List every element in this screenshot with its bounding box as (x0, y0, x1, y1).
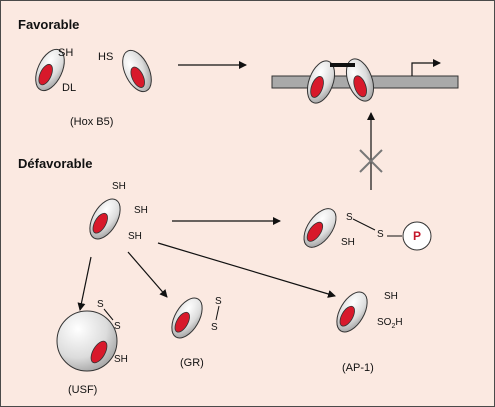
sh-label-left: SH (58, 47, 73, 59)
sh-label-c2: SH (134, 205, 148, 216)
usf-s-2: S (114, 321, 121, 332)
transcription-start-arrow (411, 59, 441, 76)
gr-disulfide (215, 305, 220, 321)
hox-label: (Hox B5) (70, 116, 113, 128)
arrow-to-gr (127, 251, 168, 298)
gr-s-1: S (215, 296, 222, 307)
protein-right (116, 45, 158, 97)
protein-usf (56, 310, 118, 372)
sh-label-c1: SH (112, 181, 126, 192)
arrow-to-ap1 (157, 242, 336, 298)
usf-disulfide (103, 308, 114, 321)
blocked-x-icon (359, 149, 383, 173)
protein-center (83, 193, 127, 245)
s-s-bond (352, 218, 376, 231)
gr-label: (GR) (180, 357, 204, 369)
defavorable-heading: Défavorable (18, 156, 92, 171)
arrow-to-usf (77, 256, 92, 311)
hs-label: HS (98, 51, 113, 63)
ap1-label: (AP-1) (342, 362, 374, 374)
dl-label: DL (62, 82, 76, 94)
phosphate-circle (402, 221, 432, 251)
ap1-so2h: SO2H (377, 317, 403, 330)
usf-sh: SH (114, 354, 128, 365)
phosphate-label: P (413, 229, 421, 243)
favorable-heading: Favorable (18, 17, 79, 32)
ap1-sh: SH (384, 291, 398, 302)
s-label-2: S (377, 229, 384, 240)
gr-s-2: S (211, 322, 218, 333)
sh-label-c3: SH (128, 231, 142, 242)
protein-gr (165, 292, 209, 344)
usf-s-1: S (97, 299, 104, 310)
s-label-1: S (346, 212, 353, 223)
protein-phospho (297, 202, 343, 254)
usf-label: (USF) (68, 384, 97, 396)
protein-ap1 (330, 286, 374, 338)
sh-label-p: SH (341, 237, 355, 248)
